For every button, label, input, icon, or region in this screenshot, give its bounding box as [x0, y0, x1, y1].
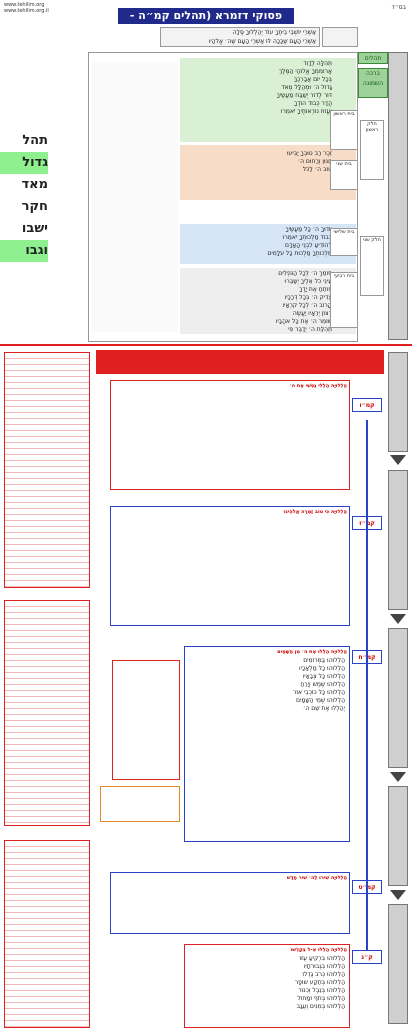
verse: קָרוֹב ה׳ לְכָל קֹרְאָיו: [282, 302, 332, 309]
verse: בְּכָל יוֹם אֲבָרְכֶךָּ: [293, 76, 332, 83]
ashrei-line-2: אַשְׁרֵי הָעָם שֶׁכָּכָה לּוֹ אַשְׁרֵי ה…: [208, 38, 316, 45]
band-1: [180, 58, 356, 142]
verse: יוֹדוּךָ ה׳ כָּל מַעֲשֶׂיךָ: [285, 226, 332, 233]
psalm-146-head: הַלְלוּיָהּ הַלְלִי נַפְשִׁי אֶת ה׳: [289, 383, 347, 389]
side-label-bayit-1: בית ראשון: [330, 110, 358, 150]
side-label-bayit-4: בית רביעי: [330, 272, 358, 328]
verse: דּוֹר לְדוֹר יְשַׁבַּח מַעֲשֶׂיךָ: [276, 92, 332, 99]
arrow-down-icon: [390, 614, 406, 624]
left-big-text: תהל גדול מאד חקר ישבו וגבו: [0, 130, 48, 262]
psalm-147-box: הַלְלוּיָהּ כִּי טוֹב זַמְּרָה אֱלֹהֵינו…: [110, 506, 350, 626]
band-3: [180, 224, 356, 264]
verse: הַלְלוּהוּ שְׁמֵי הַשָּׁמָיִם: [296, 697, 345, 704]
site-url: www.tehilim.org www.tehilim.org.il: [4, 2, 49, 14]
left-notes-3: [4, 840, 90, 1028]
verse: הַלְלוּהוּ שֶׁמֶשׁ וְיָרֵחַ: [300, 681, 345, 688]
big-word: וגבו: [0, 240, 48, 262]
psalm-149-head: הַלְלוּיָהּ שִׁירוּ לַה׳ שִׁיר חָדָשׁ: [286, 875, 347, 881]
band-2: [180, 145, 356, 200]
psalm-148-head: הַלְלוּיָהּ הַלְלוּ אֶת ה׳ מִן הַשָּׁמַי…: [277, 649, 347, 655]
verse: הַלְלוּהוּ בְּנֵבֶל וְכִנּוֹר: [298, 987, 345, 994]
verse: סוֹמֵךְ ה׳ לְכָל הַנֹּפְלִים: [278, 270, 332, 277]
verse: תְּהִלָּה לְדָוִד: [303, 60, 332, 67]
psalm-146-box: הַלְלוּיָהּ הַלְלִי נַפְשִׁי אֶת ה׳: [110, 380, 350, 490]
verse: הַלְלוּהוּ כְּרֹב גֻּדְלוֹ: [302, 971, 345, 978]
arrow-down-icon: [390, 772, 406, 782]
verse: גָּדוֹל ה׳ וּמְהֻלָּל מְאֹד: [281, 84, 332, 91]
verse: הַלְלוּהוּ כָל מַלְאָכָיו: [299, 665, 345, 672]
verse: הַלְלוּהוּ בְּמִנִּים וְעֻגָב: [296, 1003, 345, 1010]
psalm-149-box: הַלְלוּיָהּ שִׁירוּ לַה׳ שִׁיר חָדָשׁ: [110, 872, 350, 934]
right-note-2: [388, 470, 408, 610]
verse-right-col: [92, 62, 178, 332]
blessing-label: ברכה השמונה: [358, 68, 388, 98]
verses-a: תְּהִלָּה לְדָוִד אֲרוֹמִמְךָ אֱלוֹהַי ה…: [182, 60, 332, 116]
bsd-mark: בס״ד: [391, 4, 406, 11]
orange-box: [100, 786, 180, 822]
psalm-150-tag: ק״נ: [352, 950, 382, 964]
verse: כְּבוֹד מַלְכוּתְךָ יֹאמֵרוּ: [282, 234, 332, 241]
verse: וֶעֱזוּז נוֹרְאוֹתֶיךָ יֹאמֵרוּ: [280, 108, 332, 115]
left-notes-2: [4, 600, 90, 826]
psalm-150-box: הַלְלוּיָהּ הַלְלוּ אֵ-ל בְּקָדְשׁוֹ הַל…: [184, 944, 350, 1028]
ashrei-tag: [322, 27, 358, 47]
verse: הֲדַר כְּבוֹד הוֹדֶךָ: [293, 100, 332, 107]
big-word: תהל: [22, 133, 48, 148]
verse: לְהוֹדִיעַ לִבְנֵי הָאָדָם: [284, 242, 332, 249]
site-url-1: www.tehilim.org: [4, 2, 45, 8]
verse: מַלְכוּתְךָ מַלְכוּת כָּל עֹלָמִים: [267, 250, 332, 257]
page-title: פסוקי דזמרא (תהלים קמ״ה - ק״נ): [118, 8, 294, 38]
band-4: [180, 268, 356, 334]
verse: הַלְלוּהוּ כָּל כּוֹכְבֵי אוֹר: [292, 689, 345, 696]
verses-b: זֵכֶר רַב טוּבְךָ יַבִּיעוּ חַנּוּן וְרַ…: [182, 150, 332, 174]
verse: עֵינֵי כֹל אֵלֶיךָ יְשַׂבֵּרוּ: [284, 278, 332, 285]
side-label-bayit-3: בית שלישי: [330, 228, 358, 256]
right-note-1: [388, 352, 408, 452]
ashrei-box: אַשְׁרֵי יוֹשְׁבֵי בֵיתֶךָ עוֹד יְהַלְלו…: [160, 27, 320, 47]
right-note-3: [388, 628, 408, 768]
verses-d: סוֹמֵךְ ה׳ לְכָל הַנֹּפְלִים עֵינֵי כֹל …: [182, 270, 332, 334]
left-notes-1: [4, 352, 90, 588]
big-word: גדול: [0, 152, 48, 174]
verse: פּוֹתֵחַ אֶת יָדֶךָ: [299, 286, 332, 293]
verse: הַלְלוּהוּ בִּרְקִיעַ עֻזּוֹ: [299, 955, 345, 962]
verse: הַלְלוּהוּ בְּתֵקַע שׁוֹפָר: [294, 979, 345, 986]
verse: הַלְלוּהוּ כָּל צְבָאָיו: [302, 673, 345, 680]
psalm-147-head: הַלְלוּיָהּ כִּי טוֹב זַמְּרָה אֱלֹהֵינו…: [283, 509, 347, 515]
big-word: מאד: [21, 177, 48, 192]
arrow-down-icon: [390, 890, 406, 900]
ashrei-line-1: אַשְׁרֵי יוֹשְׁבֵי בֵיתֶךָ עוֹד יְהַלְלו…: [232, 29, 316, 36]
big-word: חקר: [21, 199, 48, 214]
verse: הַלְלוּהוּ בְּתֹף וּמָחוֹל: [297, 995, 345, 1002]
verse: תְּהִלַּת ה׳ יְדַבֶּר פִּי: [288, 326, 332, 333]
verse: טוֹב ה׳ לַכֹּל: [302, 166, 332, 173]
side-label-part-2: חלק שני: [360, 236, 384, 296]
verse: רְצוֹן יְרֵאָיו יַעֲשֶׂה: [292, 310, 332, 317]
psalm-148-side: [112, 660, 180, 780]
verse: הַלְלוּהוּ בִגְבוּרֹתָיו: [303, 963, 345, 970]
connector-line: [366, 420, 368, 950]
verse: יְהַלְלוּ אֶת שֵׁם ה׳: [302, 705, 345, 712]
verse: שׁוֹמֵר ה׳ אֶת כָּל אֹהֲבָיו: [275, 318, 332, 325]
arrow-down-icon: [390, 455, 406, 465]
side-label-bayit-2: בית שני: [330, 160, 358, 190]
lower-header: [96, 350, 384, 374]
verses-c: יוֹדוּךָ ה׳ כָּל מַעֲשֶׂיךָ כְּבוֹד מַלְ…: [182, 226, 332, 258]
verse: אֲרוֹמִמְךָ אֱלוֹהַי הַמֶּלֶךְ: [278, 68, 332, 75]
site-url-2: www.tehilim.org.il: [4, 8, 49, 14]
side-label-part-1: חלק ראשון: [360, 120, 384, 180]
verse: חַנּוּן וְרַחוּם ה׳: [297, 158, 332, 165]
verse: צַדִּיק ה׳ בְּכָל דְּרָכָיו: [284, 294, 332, 301]
big-word: ישבו: [21, 221, 48, 236]
psalm-146-tag: קמ״ו: [352, 398, 382, 412]
verse: זֵכֶר רַב טוּבְךָ יַבִּיעוּ: [287, 150, 332, 157]
psalm-148-box: הַלְלוּיָהּ הַלְלוּ אֶת ה׳ מִן הַשָּׁמַי…: [184, 646, 350, 842]
psalm-150-head: הַלְלוּיָהּ הַלְלוּ אֵ-ל בְּקָדְשׁוֹ: [290, 947, 347, 953]
psalm-145-label: תהלים קמ״ה: [358, 52, 388, 74]
divider: [0, 344, 412, 346]
verse: הַלְלוּהוּ בַּמְּרוֹמִים: [303, 657, 345, 664]
right-note-4: [388, 786, 408, 886]
right-side-bar: [388, 52, 408, 340]
right-note-5: [388, 904, 408, 1024]
